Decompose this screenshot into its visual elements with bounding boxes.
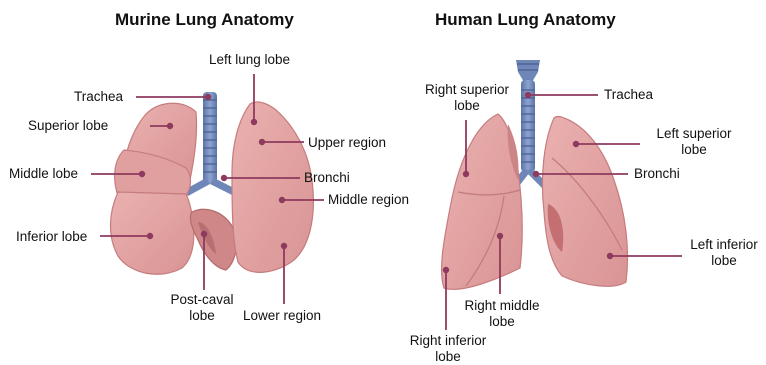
label-murine-inferior-lobe: Inferior lobe [16, 229, 87, 245]
murine-title: Murine Lung Anatomy [115, 10, 294, 30]
label-human-right-inferior-lobe: Right inferior lobe [398, 333, 498, 365]
human-title: Human Lung Anatomy [435, 10, 616, 30]
murine-post-caval-lobe [190, 209, 236, 270]
label-human-right-inferior-line-2: lobe [398, 349, 498, 365]
label-murine-middle-region: Middle region [328, 192, 409, 208]
label-human-right-inferior-line-1: Right inferior [398, 333, 498, 349]
label-human-left-inferior-lobe: Left inferior lobe [682, 237, 766, 269]
label-human-left-superior-lobe: Left superior lobe [644, 126, 744, 158]
label-human-bronchi: Bronchi [634, 166, 680, 182]
label-murine-lower-region: Lower region [243, 308, 321, 324]
human-left-lung [542, 117, 627, 287]
murine-left-lung-lobe [232, 102, 313, 272]
murine-inferior-lobe [111, 192, 194, 274]
label-murine-left-lung-lobe: Left lung lobe [209, 52, 290, 68]
label-murine-post-caval-line-1: Post-caval [162, 292, 242, 308]
label-human-right-middle-line-2: lobe [452, 314, 552, 330]
label-murine-superior-lobe: Superior lobe [28, 118, 108, 134]
label-murine-post-caval-line-2: lobe [162, 308, 242, 324]
label-human-left-inferior-line-2: lobe [682, 253, 766, 269]
murine-trachea [203, 92, 217, 184]
label-murine-middle-lobe: Middle lobe [9, 166, 78, 182]
label-human-right-middle-line-1: Right middle [452, 298, 552, 314]
label-human-trachea: Trachea [604, 87, 653, 103]
label-human-left-inferior-line-1: Left inferior [682, 237, 766, 253]
label-human-right-superior-line-1: Right superior [415, 82, 519, 98]
label-human-right-superior-line-2: lobe [415, 98, 519, 114]
label-human-right-superior-lobe: Right superior lobe [415, 82, 519, 114]
label-murine-bronchi: Bronchi [304, 170, 350, 186]
label-murine-upper-region: Upper region [308, 135, 386, 151]
label-human-left-superior-line-2: lobe [644, 142, 744, 158]
label-murine-trachea: Trachea [74, 89, 123, 105]
label-murine-post-caval-lobe: Post-caval lobe [162, 292, 242, 324]
label-human-left-superior-line-1: Left superior [644, 126, 744, 142]
label-human-right-middle-lobe: Right middle lobe [452, 298, 552, 330]
